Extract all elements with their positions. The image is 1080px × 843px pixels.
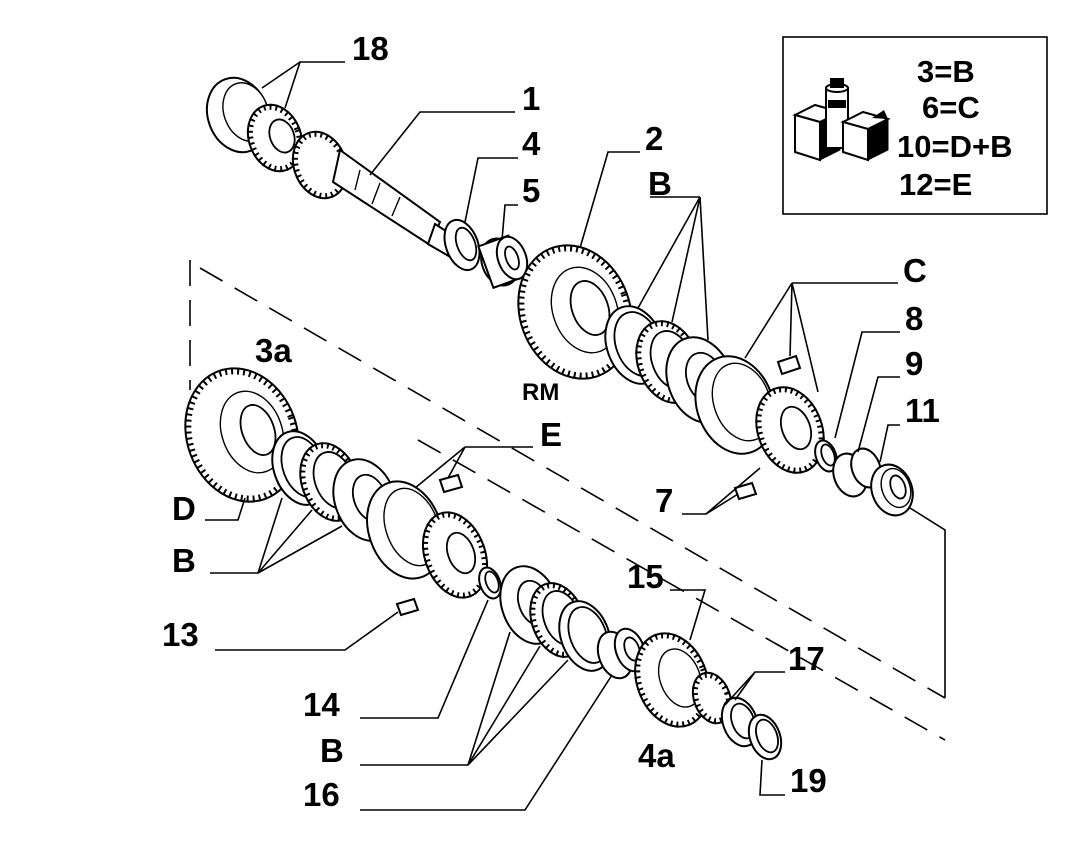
key-7 [733,481,758,501]
label-15: 15 [627,558,664,595]
needle-bearing-11 [870,463,914,517]
main-shaft-1 [291,130,462,260]
key-13 [395,597,420,617]
label-13: 13 [162,616,199,653]
needle-bearing-16 [596,627,647,680]
label-3a: 3a [255,332,292,369]
label-rm: RM [522,379,559,406]
lubricant-kit-icon [792,78,891,162]
key-line-3: 10=D+B [897,129,1012,164]
synchro-hub-left [422,511,488,599]
key-c [776,354,802,376]
needle-bearing-5 [477,234,529,290]
label-4: 4 [522,125,541,162]
reverse-gear-2 [517,244,633,380]
synchro-hub-upper [755,386,825,474]
gear-18 [246,103,304,173]
snap-ring-8 [814,439,838,473]
label-d: D [172,490,196,527]
label-11: 11 [905,392,940,429]
snap-ring-14 [478,566,502,600]
shim-19 [747,713,783,761]
label-b-bottom: B [320,732,344,769]
label-b-left: B [172,542,196,579]
label-14: 14 [303,686,340,723]
label-9: 9 [905,345,923,382]
gear-3a [184,367,300,503]
label-c: C [903,252,927,289]
part-labels: 18 1 4 5 2 B C 8 9 11 3a RM E 7 D B 15 1… [162,30,940,813]
label-7: 7 [655,482,673,519]
label-5: 5 [522,172,540,209]
label-19: 19 [790,762,827,799]
label-1: 1 [522,80,540,117]
label-18: 18 [352,30,389,67]
label-b-top: B [648,165,672,202]
key-line-1: 3=B [917,54,975,89]
label-4a: 4a [638,737,675,774]
label-16: 16 [303,776,340,813]
key-e [438,473,464,494]
key-line-4: 12=E [899,167,972,202]
label-8: 8 [905,300,923,337]
lubricant-key-box: 3=B 6=C 10=D+B 12=E [782,36,1048,215]
label-17: 17 [788,640,825,677]
gear-4a [634,632,733,728]
thrust-washer-4 [443,218,481,272]
label-2: 2 [645,120,663,157]
label-e: E [540,416,562,453]
leader-lines [205,61,946,811]
key-line-2: 6=C [922,90,980,125]
